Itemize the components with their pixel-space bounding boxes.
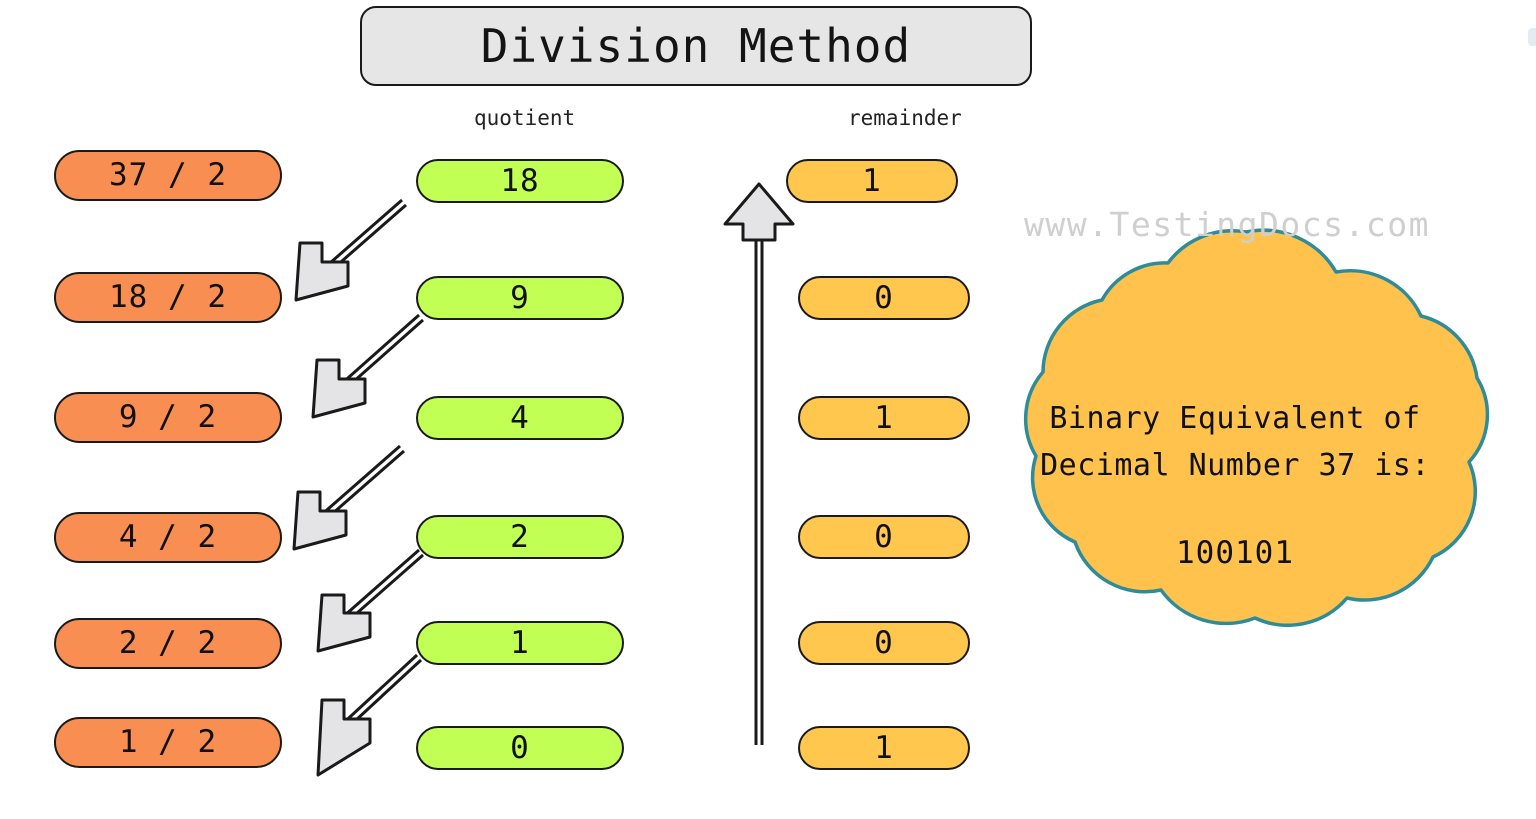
division-pill: 9 / 2 [54,392,282,443]
binary-result: 100101 [1176,535,1294,571]
division-pill: 2 / 2 [54,618,282,669]
cloud-text: Binary Equivalent of Decimal Number 37 i… [1000,395,1470,489]
remainder-pill: 1 [798,726,970,770]
quotient-pill: 18 [416,159,624,203]
remainder-pill: 1 [798,396,970,440]
cloud-line-1: Binary Equivalent of [1049,401,1421,436]
remainder-pill: 0 [798,515,970,559]
division-pill: 37 / 2 [54,150,282,201]
page-title: Division Method [480,19,912,73]
quotient-pill: 2 [416,515,624,559]
remainder-pill: 0 [798,276,970,320]
remainder-pill: 0 [798,621,970,665]
quotient-arrow [294,198,407,302]
quotient-pill: 1 [416,621,624,665]
remainder-pill: 1 [786,159,958,203]
quotient-pill: 0 [416,726,624,770]
quotient-arrow [311,313,424,419]
quotient-column-label: quotient [474,106,576,130]
quotient-arrow [316,653,423,777]
watermark: www.TestingDocs.com [1024,205,1430,244]
cloud-line-2: Decimal Number 37 is: [1040,448,1430,483]
read-order-arrow-up [723,182,795,745]
quotient-arrow [292,444,405,551]
quotient-pill: 4 [416,396,624,440]
division-pill: 1 / 2 [54,717,282,768]
quotient-pill: 9 [416,276,624,320]
quotient-arrow [316,548,424,653]
division-pill: 4 / 2 [54,512,282,563]
division-pill: 18 / 2 [54,272,282,323]
diagram-title-box: Division Method [360,6,1032,86]
remainder-column-label: remainder [848,106,962,130]
edge-sliver [1528,28,1536,46]
